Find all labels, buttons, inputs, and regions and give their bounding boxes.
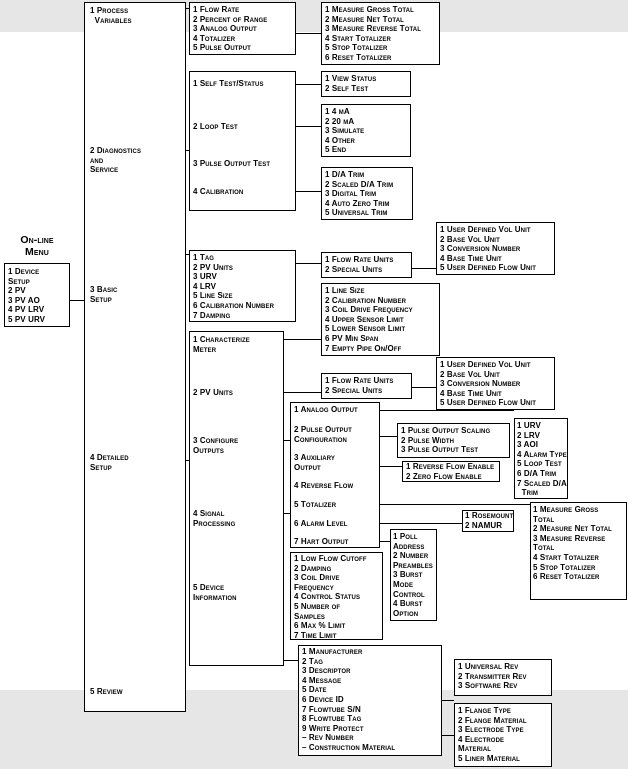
totalizer-menu[interactable]: 1 Measure Gross Total 2 Measure Net Tota… [325,5,421,62]
flow-units-box-2 [321,373,412,399]
signal-processing-menu[interactable]: 1 Low Flow Cutoff 2 Damping 3 Coil Drive… [294,554,367,640]
characterize-menu[interactable]: 1 Line Size 2 Calibration Number 3 Coil … [325,286,413,353]
construction-menu[interactable]: 1 Flange Type 2 Flange Material 3 Electr… [458,706,527,763]
connector [284,440,290,441]
configure-reverse-flow[interactable]: 4 Reverse Flow [294,481,354,490]
detailed-setup-box [189,331,284,666]
connector [380,466,402,467]
device-info-box [298,645,442,756]
configure-alarm-level[interactable]: 6 Alarm Level [294,519,348,528]
flow-units-menu[interactable]: 1 Flow Rate Units 2 Special Units [325,255,394,274]
alarm-level-box [462,510,514,532]
loop-test-box [321,104,411,157]
self-test-box [321,71,411,97]
connector [296,33,321,34]
connector [70,300,84,301]
diag-loop-test[interactable]: 2 Loop Test [193,122,238,131]
root-process-variables[interactable]: 1 Process Variables [90,6,132,25]
process-variables-box [189,2,296,55]
calibration-menu[interactable]: 1 D/A Trim 2 Scaled D/A Trim 3 Digital T… [325,170,394,218]
root-menu-box [84,2,186,712]
special-units-box-2 [436,357,555,410]
basic-setup-menu[interactable]: 1 Tag 2 PV Units 3 URV 4 LRV 5 Line Size… [193,253,274,320]
detailed-signal[interactable]: 4 Signal Processing [193,509,236,528]
connector [380,523,462,524]
connector [284,660,298,661]
connector [296,84,321,85]
detailed-characterize[interactable]: 1 Characterize Meter [193,335,250,354]
connector [380,504,530,505]
totalizer-menu-2[interactable]: 1 Measure Gross Total 2 Measure Net Tota… [533,505,612,582]
process-variables-menu[interactable]: 1 Flow Rate 2 Percent of Range 3 Analog … [193,5,268,53]
totalizer-box [321,2,440,65]
diag-calibration[interactable]: 4 Calibration [193,187,244,196]
construction-box [454,703,552,767]
flow-units-menu-2[interactable]: 1 Flow Rate Units 2 Special Units [325,376,394,395]
special-units-menu-2[interactable]: 1 User Defined Vol Unit 2 Base Vol Unit … [440,360,536,408]
connector [186,150,189,151]
online-menu-box [4,263,70,327]
connector [284,339,321,340]
connector [296,126,321,127]
root-diagnostics[interactable]: 2 Diagnostics and Service [90,146,142,175]
configure-hart-output[interactable]: 7 Hart Output [294,537,349,546]
root-detailed-setup[interactable]: 4 Detailed Setup [90,453,129,472]
pulse-output-menu[interactable]: 1 Pulse Output Scaling 2 Pulse Width 3 P… [401,426,491,455]
connector [442,735,454,736]
configure-analog-output[interactable]: 1 Analog Output [294,405,358,414]
calibration-box [321,167,413,220]
basic-setup-box [189,250,296,322]
aux-output-box [402,461,500,482]
revision-menu[interactable]: 1 Universal Rev 2 Transmitter Rev 3 Soft… [458,662,527,691]
connector [296,263,321,264]
analog-output-box [514,418,568,499]
flow-units-box [321,252,412,278]
diag-pulse-test[interactable]: 3 Pulse Output Test [193,159,271,168]
connector [380,410,514,411]
connector [412,387,436,388]
aux-output-menu[interactable]: 1 Reverse Flow Enable 2 Zero Flow Enable [406,462,495,481]
connector [284,513,290,514]
connector [380,436,397,437]
hart-output-menu[interactable]: 1 Poll Address 2 Number Preambles 3 Burs… [393,532,433,618]
connector [186,460,189,461]
special-units-menu[interactable]: 1 User Defined Vol Unit 2 Base Vol Unit … [440,225,536,273]
diag-self-test[interactable]: 1 Self Test/Status [193,79,264,88]
configure-outputs-box [290,402,380,548]
connector [186,8,189,9]
self-test-menu[interactable]: 1 View Status 2 Self Test [325,74,377,93]
device-info-menu[interactable]: 1 Manufacturer 2 Tag 3 Descriptor 4 Mess… [302,647,396,752]
totalizer-box-2 [530,502,627,600]
connector [296,191,321,192]
connector [442,700,454,701]
connector [284,392,321,393]
online-menu-title: On-line Menu [20,234,54,258]
configure-aux-output[interactable]: 3 Auxiliary Output [294,453,336,472]
revision-box [454,659,552,696]
hart-output-box [390,529,437,621]
root-review[interactable]: 5 Review [90,687,123,696]
configure-totalizer[interactable]: 5 Totalizer [294,500,337,509]
characterize-box [321,283,440,356]
analog-output-menu[interactable]: 1 URV 2 LRV 3 AOI 4 Alarm Type 5 Loop Te… [517,421,567,498]
signal-processing-box [290,552,383,640]
detailed-pv-units[interactable]: 2 PV Units [193,388,234,397]
diagnostics-box [189,71,296,211]
alarm-level-menu[interactable]: 1 Rosemount 2 NAMUR [465,511,514,530]
root-basic-setup[interactable]: 3 Basic Setup [90,285,118,304]
online-menu-items[interactable]: 1 Device Setup 2 PV 3 PV AO 4 PV LRV 5 P… [8,267,46,324]
connector [380,541,390,542]
detailed-device-info[interactable]: 5 Device Information [193,583,237,602]
connector [186,254,189,255]
detailed-configure[interactable]: 3 Configure Outputs [193,436,239,455]
connector [412,268,436,269]
special-units-box [436,222,555,275]
loop-test-menu[interactable]: 1 4 mA 2 20 mA 3 Simulate 4 Other 5 End [325,107,365,155]
configure-pulse-output[interactable]: 2 Pulse Output Configuration [294,425,352,444]
pulse-output-box [397,423,510,458]
